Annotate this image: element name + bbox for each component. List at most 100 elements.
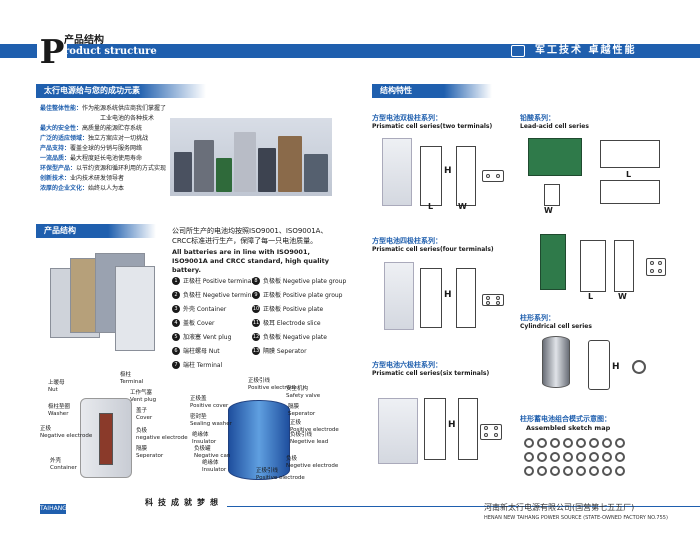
cell-two-terminal-subtitle: Prismatic cell series(two terminals)	[372, 123, 493, 130]
legend-number: 4	[172, 318, 180, 327]
diagram2-label-en: Sealing washer	[190, 421, 232, 427]
lead-acid-tall-front-view	[580, 240, 606, 292]
cell-six-terminal-front-view	[424, 398, 446, 460]
cell-four-terminal-side-view	[456, 268, 476, 328]
assembly-ring-icon	[602, 466, 612, 476]
diagram2-label-en: Positive electrode	[256, 475, 305, 481]
feature-item: 环保型产品：以节约资源和循环利用的方式实现	[40, 164, 166, 173]
feature-key: 一流品质：	[40, 155, 71, 162]
feature-value: 工业电池的各种技术	[100, 115, 155, 122]
company-name-en: HENAN NEW TAIHANG POWER SOURCE (STATE-OW…	[484, 515, 668, 521]
diagram2-label-cn: 密封垫	[190, 414, 207, 420]
company-name-cn: 河南新太行电源有限公司(国营第七五五厂)	[484, 503, 635, 512]
header-slogan: 军工技术 卓越性能	[535, 45, 637, 56]
legend-number: 2	[172, 290, 180, 299]
header-bar	[0, 44, 700, 58]
diagram1-label-en: Terminal	[120, 379, 144, 385]
dim-h-1: H	[444, 166, 452, 176]
assembly-ring-icon	[537, 466, 547, 476]
cell-two-terminal-title: 方型电池双极柱系列：	[372, 114, 442, 122]
dim-l-4: L	[588, 292, 594, 301]
assembly-ring-icon	[602, 438, 612, 448]
feature-key: 广泛的适应领域：	[40, 135, 89, 142]
dim-h-5: H	[612, 362, 620, 372]
legend-text: 端柱 Terminal	[183, 362, 223, 369]
assembly-ring-icon	[615, 438, 625, 448]
feature-item: 最佳整体性能：作为能源系统供应商我们掌握了	[40, 104, 166, 113]
legend-text: 隔膜 Seperator	[263, 348, 307, 355]
cylindrical-title: 柱形系列：	[520, 314, 555, 322]
feature-value: 最大程度延长电池使用寿命	[70, 155, 143, 162]
diagram1-label-en: Washer	[48, 411, 69, 417]
legend-text: 正极板 Positive plate	[263, 306, 324, 313]
assembly-ring-icon	[550, 452, 560, 462]
cell-four-terminal-front-view	[420, 268, 442, 328]
assembly-ring-icon	[589, 466, 599, 476]
legend-text: 负极板 Negetive plate group	[263, 278, 347, 285]
feature-key: 环保型产品：	[40, 165, 77, 172]
dim-w-2: W	[544, 206, 553, 215]
diagram2-label-en: Negative can	[194, 453, 231, 459]
legend-text: 端柱螺母 Nut	[183, 348, 220, 355]
legend-number: 3	[172, 304, 180, 313]
diagram1-label-cn: 负极	[136, 428, 148, 434]
assembly-ring-icon	[563, 466, 573, 476]
dim-h-3: H	[444, 290, 452, 300]
feature-item: 浓厚的企业文化：始终以人为本	[40, 184, 124, 193]
diagram2-label-cn: 负极	[286, 456, 298, 462]
assembly-subtitle: Assembled sketch map	[526, 424, 611, 432]
legend-number: 10	[252, 304, 260, 313]
legend-text: 盖板 Cover	[183, 320, 215, 327]
exploded-battery-diagram	[40, 248, 162, 356]
diagram2-label-en: Insulator	[192, 439, 217, 445]
company-logo-icon	[511, 45, 525, 57]
legend-number: 6	[172, 346, 180, 355]
assembly-ring-icon	[576, 466, 586, 476]
feature-key: 最大的安全性：	[40, 125, 83, 132]
diagram2-label-en: Positive electrode	[290, 427, 339, 433]
diagram1-label-en: Cover	[136, 415, 153, 421]
legend-number: 7	[172, 360, 180, 369]
assembly-ring-icon	[589, 438, 599, 448]
section-title-structure: 产品结构	[36, 224, 156, 238]
lead-acid-side-view	[544, 184, 560, 206]
cell-four-terminal-subtitle: Prismatic cell series(four terminals)	[372, 246, 494, 253]
lead-acid-top-view	[600, 180, 660, 204]
diagram2-label-cn: 安全机构	[286, 386, 309, 392]
lead-acid-tall-photo	[540, 234, 566, 290]
feature-value: 独立方案应对一切挑战	[88, 135, 149, 142]
feature-key: 创新技术：	[40, 175, 71, 182]
legend-text: 加液塞 Vent plug	[183, 334, 232, 341]
assembly-ring-icon	[537, 438, 547, 448]
cell-two-terminal-side-view	[456, 146, 476, 206]
diagram2-label-cn: 绝缘体	[202, 460, 219, 466]
legend-number: 9	[252, 290, 260, 299]
structure-paragraph-en: All batteries are in line with ISO9001, …	[172, 248, 330, 274]
diagram2-label-en: Negetive electrode	[286, 463, 339, 469]
assembly-ring-icon	[563, 452, 573, 462]
diagram2-label-cn: 正极盖	[190, 396, 207, 402]
cylindrical-top-view	[632, 360, 646, 374]
cylindrical-subtitle: Cylindrical cell series	[520, 323, 592, 330]
legend-text: 负极柱 Negetive terminal	[183, 292, 257, 299]
feature-value: 业内技术研发领导者	[70, 175, 125, 182]
diagram2-label-en: Seperator	[288, 411, 316, 417]
diagram2-label-cn: 正极引线	[256, 468, 279, 474]
diagram2-label-cn: 负极罐	[194, 446, 211, 452]
header-title-cn: 产品结构	[64, 35, 104, 46]
cylindrical-cell-cutaway	[228, 400, 290, 480]
lead-acid-title: 铅酸系列：	[520, 114, 555, 122]
cell-six-terminal-photo	[378, 398, 418, 464]
diagram2-label-cn: 正极	[290, 420, 302, 426]
feature-item: 创新技术：业内技术研发领导者	[40, 174, 124, 183]
diagram2-label-en: Positive electrode	[248, 385, 297, 391]
assembly-ring-icon	[563, 438, 573, 448]
